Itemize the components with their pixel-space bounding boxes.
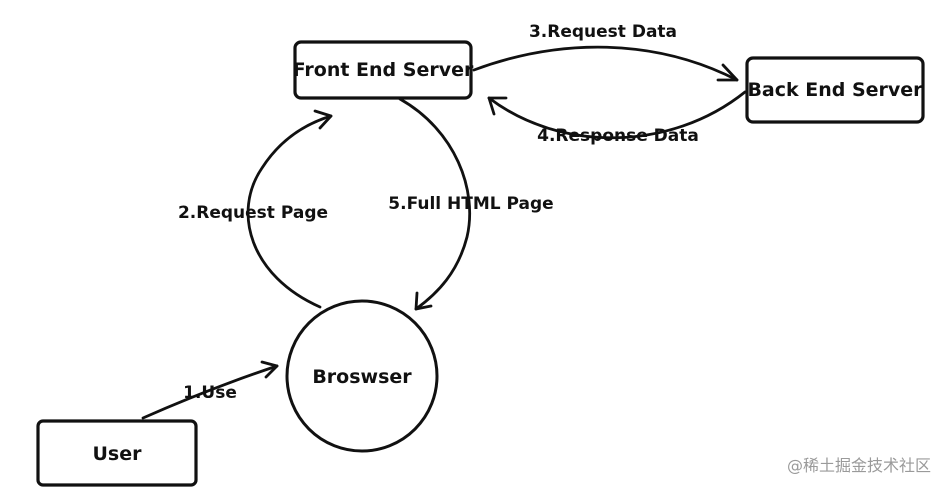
front-end-server-label: Front End Server xyxy=(293,59,474,81)
full-html-page-arrowhead xyxy=(414,291,433,311)
request-page-arrowhead xyxy=(313,109,333,130)
browser-node: Broswser xyxy=(285,299,439,453)
use-arrowhead xyxy=(260,360,279,379)
front-end-server-node: Front End Server xyxy=(293,40,474,100)
browser-label: Broswser xyxy=(312,366,412,388)
watermark-text: @稀土掘金技术社区 xyxy=(787,456,931,475)
response-data-arrowhead xyxy=(487,96,508,116)
edge-request-data xyxy=(472,45,739,82)
edge-full-html-page xyxy=(398,97,472,311)
user-node: User xyxy=(36,419,198,487)
edge-request-page xyxy=(246,109,333,309)
edge-response-data xyxy=(487,90,747,140)
back-end-server-label: Back End Server xyxy=(747,79,923,101)
response-data-label: 4.Response Data xyxy=(537,126,699,146)
back-end-server-node: Back End Server xyxy=(745,56,925,124)
request-page-label: 2.Request Page xyxy=(178,203,328,223)
request-data-label: 3.Request Data xyxy=(529,22,677,42)
edge-use xyxy=(141,360,279,420)
request-data-arrowhead xyxy=(716,63,739,82)
full-html-page-label: 5.Full HTML Page xyxy=(388,194,553,214)
user-label: User xyxy=(93,443,143,465)
use-label: 1.Use xyxy=(183,383,237,403)
